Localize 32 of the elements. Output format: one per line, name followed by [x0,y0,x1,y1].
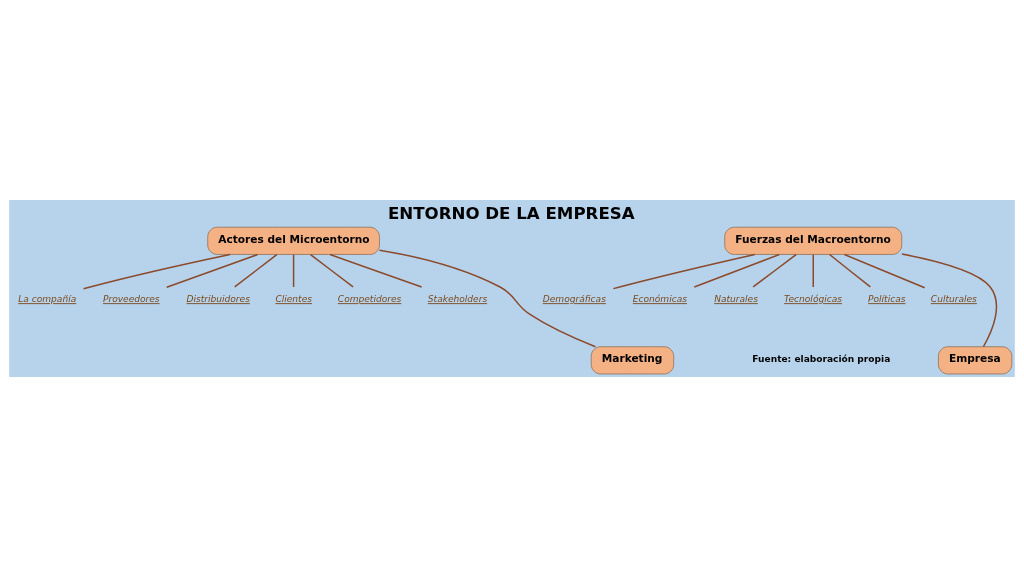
node-text: Culturales [930,293,977,304]
connector [843,253,926,288]
node-text: Distribuidores [186,293,250,304]
connector [233,253,278,288]
node-text: Tecnológicas [784,293,842,304]
connector [309,253,354,288]
caption: Fuente: elaboración propia [752,353,891,364]
diagram-title: ENTORNO DE LA EMPRESA [387,203,635,223]
connector [329,253,423,288]
connector [165,253,259,288]
connector [82,253,231,290]
node-box: Fuerzas del Macroentorno [724,226,903,255]
connector [292,253,295,288]
node-box: Marketing [590,345,675,374]
node-text: Proveedores [102,293,160,304]
connector [612,253,756,289]
node-text: Clientes [275,293,312,304]
connector [693,253,781,288]
connector [828,253,872,288]
node-text: Económicas [632,293,687,304]
connector [752,253,797,288]
node-text: La compañía [18,293,77,304]
connector [812,253,814,288]
node-text: Demográficas [542,293,606,304]
connector [901,252,998,347]
node-box: Empresa [938,345,1013,374]
connector [378,248,597,347]
node-text: Competidores [337,293,402,304]
node-text: Políticas [868,293,906,304]
node-text: Naturales [714,293,758,304]
node-box: Actores del Microentorno [207,226,380,255]
node-text: Stakeholders [427,293,488,304]
